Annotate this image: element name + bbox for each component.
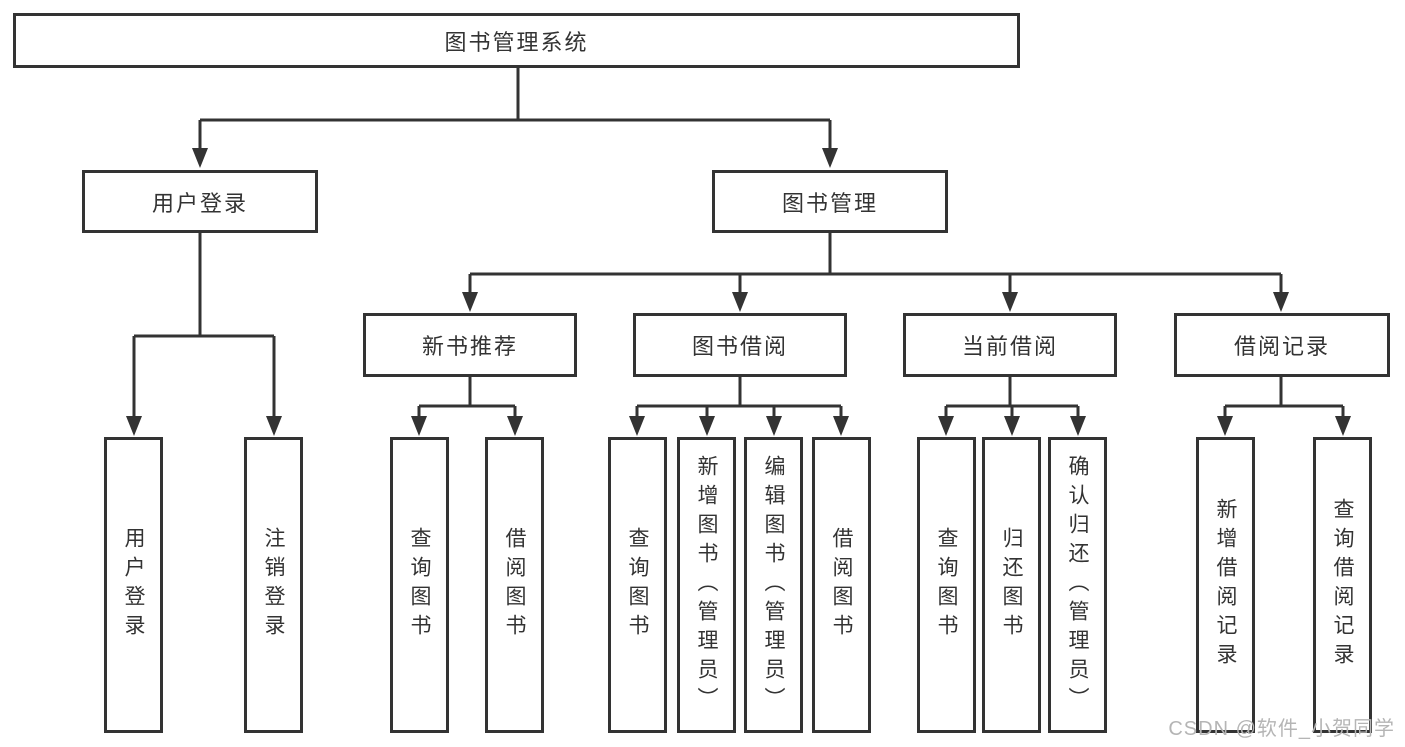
leaf-label: 查询借阅记录 xyxy=(1331,498,1354,672)
leaf-label: 用户登录 xyxy=(122,527,145,643)
leaf-label: 查询图书 xyxy=(408,527,431,643)
leaf-label: 新增图书（管理员） xyxy=(695,454,718,716)
leaf-query-books-borrow: 查询图书 xyxy=(608,437,667,733)
leaf-add-books-admin: 新增图书（管理员） xyxy=(677,437,736,733)
node-label: 当前借阅 xyxy=(961,334,1058,359)
leaf-borrow-books: 借阅图书 xyxy=(812,437,871,733)
leaf-label: 归还图书 xyxy=(1000,527,1023,643)
node-current-borrowing: 当前借阅 xyxy=(903,313,1117,377)
leaf-user-login: 用户登录 xyxy=(104,437,163,733)
node-label: 图书管理 xyxy=(781,190,878,216)
node-label: 用户登录 xyxy=(151,190,248,216)
leaf-confirm-return-admin: 确认归还（管理员） xyxy=(1048,437,1107,733)
leaf-add-borrow-record: 新增借阅记录 xyxy=(1196,437,1255,733)
leaf-query-borrow-record: 查询借阅记录 xyxy=(1313,437,1372,733)
leaf-label: 编辑图书（管理员） xyxy=(762,454,785,716)
node-borrowing-records: 借阅记录 xyxy=(1174,313,1390,377)
leaf-label: 借阅图书 xyxy=(503,527,526,643)
leaf-borrow-books-recommend: 借阅图书 xyxy=(485,437,544,733)
leaf-label: 注销登录 xyxy=(262,527,285,643)
node-library-management-system: 图书管理系统 xyxy=(13,13,1020,68)
node-label: 新书推荐 xyxy=(421,334,518,359)
leaf-label: 确认归还（管理员） xyxy=(1066,454,1089,716)
node-book-borrowing: 图书借阅 xyxy=(633,313,847,377)
leaf-logout: 注销登录 xyxy=(244,437,303,733)
node-new-book-recommendation: 新书推荐 xyxy=(363,313,577,377)
node-user-login: 用户登录 xyxy=(82,170,318,233)
node-book-management: 图书管理 xyxy=(712,170,948,233)
leaf-label: 查询图书 xyxy=(626,527,649,643)
node-label: 借阅记录 xyxy=(1233,334,1330,359)
leaf-query-books-current: 查询图书 xyxy=(917,437,976,733)
leaf-return-books: 归还图书 xyxy=(982,437,1041,733)
leaf-label: 新增借阅记录 xyxy=(1214,498,1237,672)
leaf-edit-books-admin: 编辑图书（管理员） xyxy=(744,437,803,733)
leaf-label: 查询图书 xyxy=(935,527,958,643)
node-label: 图书管理系统 xyxy=(444,29,589,55)
leaf-query-books-recommend: 查询图书 xyxy=(390,437,449,733)
csdn-watermark: CSDN @软件_小贺同学 xyxy=(1168,718,1395,740)
node-label: 图书借阅 xyxy=(691,334,788,359)
leaf-label: 借阅图书 xyxy=(830,527,853,643)
